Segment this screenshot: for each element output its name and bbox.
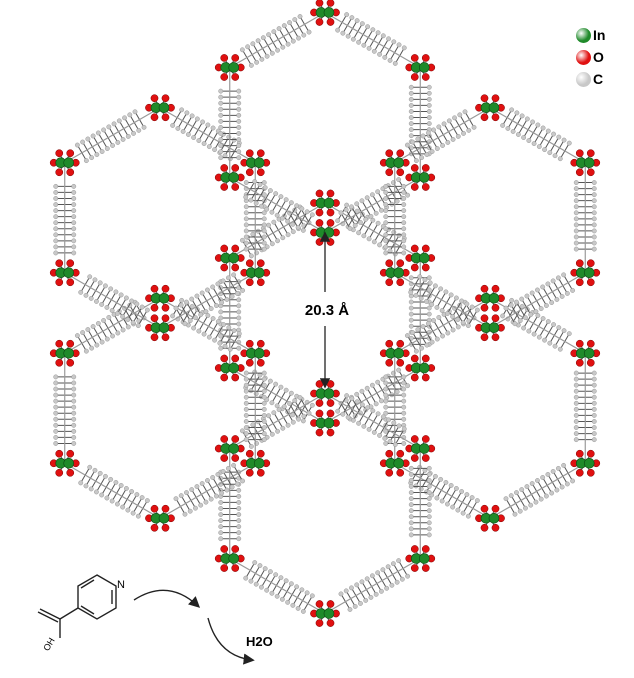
metal-node <box>240 449 271 477</box>
linker-strut <box>218 448 242 559</box>
metal-node <box>405 545 436 572</box>
linker-strut <box>218 67 242 178</box>
metal-node <box>240 339 271 367</box>
linker-strut <box>489 107 586 164</box>
metal-node <box>570 449 601 477</box>
linker-strut <box>229 11 326 68</box>
metal-node <box>310 189 340 217</box>
carbon-atom-icon <box>576 71 591 87</box>
metal-node <box>475 314 505 342</box>
metal-node <box>475 504 505 532</box>
linker-strut <box>229 558 326 615</box>
metal-node <box>310 0 340 26</box>
metal-node <box>310 600 340 627</box>
legend-item-oxygen: O <box>576 46 632 68</box>
metal-node <box>240 259 271 287</box>
linker-strut <box>53 162 77 273</box>
metal-node <box>214 164 245 191</box>
legend-item-carbon: C <box>576 68 632 90</box>
linker-strut <box>324 11 421 68</box>
metal-node <box>240 149 271 177</box>
metal-node <box>214 435 245 462</box>
linker-strut <box>394 297 491 354</box>
linker-strut <box>394 107 491 164</box>
metal-node <box>49 149 80 177</box>
linker-strut <box>64 462 161 519</box>
metal-node <box>145 504 175 532</box>
linker-strut <box>489 462 586 519</box>
linker-strut <box>64 272 161 329</box>
linker-strut <box>159 272 256 329</box>
linker-strut <box>324 393 421 450</box>
linker-strut <box>394 272 491 329</box>
linker-strut <box>324 558 421 615</box>
framework-structure <box>49 0 601 627</box>
linker-strut <box>229 176 326 233</box>
linker-strut <box>573 353 597 464</box>
indium-atom-icon <box>576 27 591 43</box>
linker-strut <box>383 162 407 273</box>
ligand-nitrogen-label: N <box>117 579 125 591</box>
metal-node <box>379 339 410 367</box>
metal-node <box>570 149 601 177</box>
coordination-arrow <box>133 589 201 608</box>
linker-strut <box>408 67 432 178</box>
linker-strut <box>64 107 161 164</box>
metal-node <box>379 449 410 477</box>
metal-node <box>405 244 436 272</box>
linker-strut <box>243 353 267 464</box>
water-release-arrow <box>207 617 255 665</box>
legend-item-indium: In <box>576 24 632 46</box>
pore-diameter-label: 20.3 Å <box>305 302 349 319</box>
isonicotinic-acid-structure <box>37 574 117 638</box>
linker-strut <box>159 462 256 519</box>
ligand-hydroxyl-label: OH <box>41 636 56 653</box>
metal-node <box>379 149 410 177</box>
metal-node <box>145 314 175 342</box>
metal-node <box>214 354 245 382</box>
metal-node <box>405 435 436 462</box>
metal-node <box>214 244 245 272</box>
metal-node <box>570 259 601 287</box>
water-product-label: H2O <box>246 634 273 649</box>
metal-node <box>214 54 245 81</box>
oxygen-atom-icon <box>576 49 591 65</box>
metal-node <box>379 259 410 287</box>
metal-node <box>214 545 245 572</box>
metal-node <box>570 339 601 367</box>
metal-node <box>49 339 80 367</box>
linker-strut <box>53 353 77 464</box>
metal-node <box>475 94 505 122</box>
metal-node <box>49 449 80 477</box>
metal-node <box>405 354 436 382</box>
linker-strut <box>324 176 421 233</box>
linker-strut <box>408 448 432 559</box>
metal-node <box>310 409 340 437</box>
metal-node <box>405 54 436 81</box>
atom-legend: In O C <box>576 24 632 90</box>
metal-node <box>49 259 80 287</box>
metal-node <box>145 94 175 122</box>
metal-node <box>405 164 436 191</box>
linker-strut <box>489 272 586 329</box>
metal-node <box>475 284 505 312</box>
linker-strut <box>573 162 597 273</box>
metal-node <box>145 284 175 312</box>
